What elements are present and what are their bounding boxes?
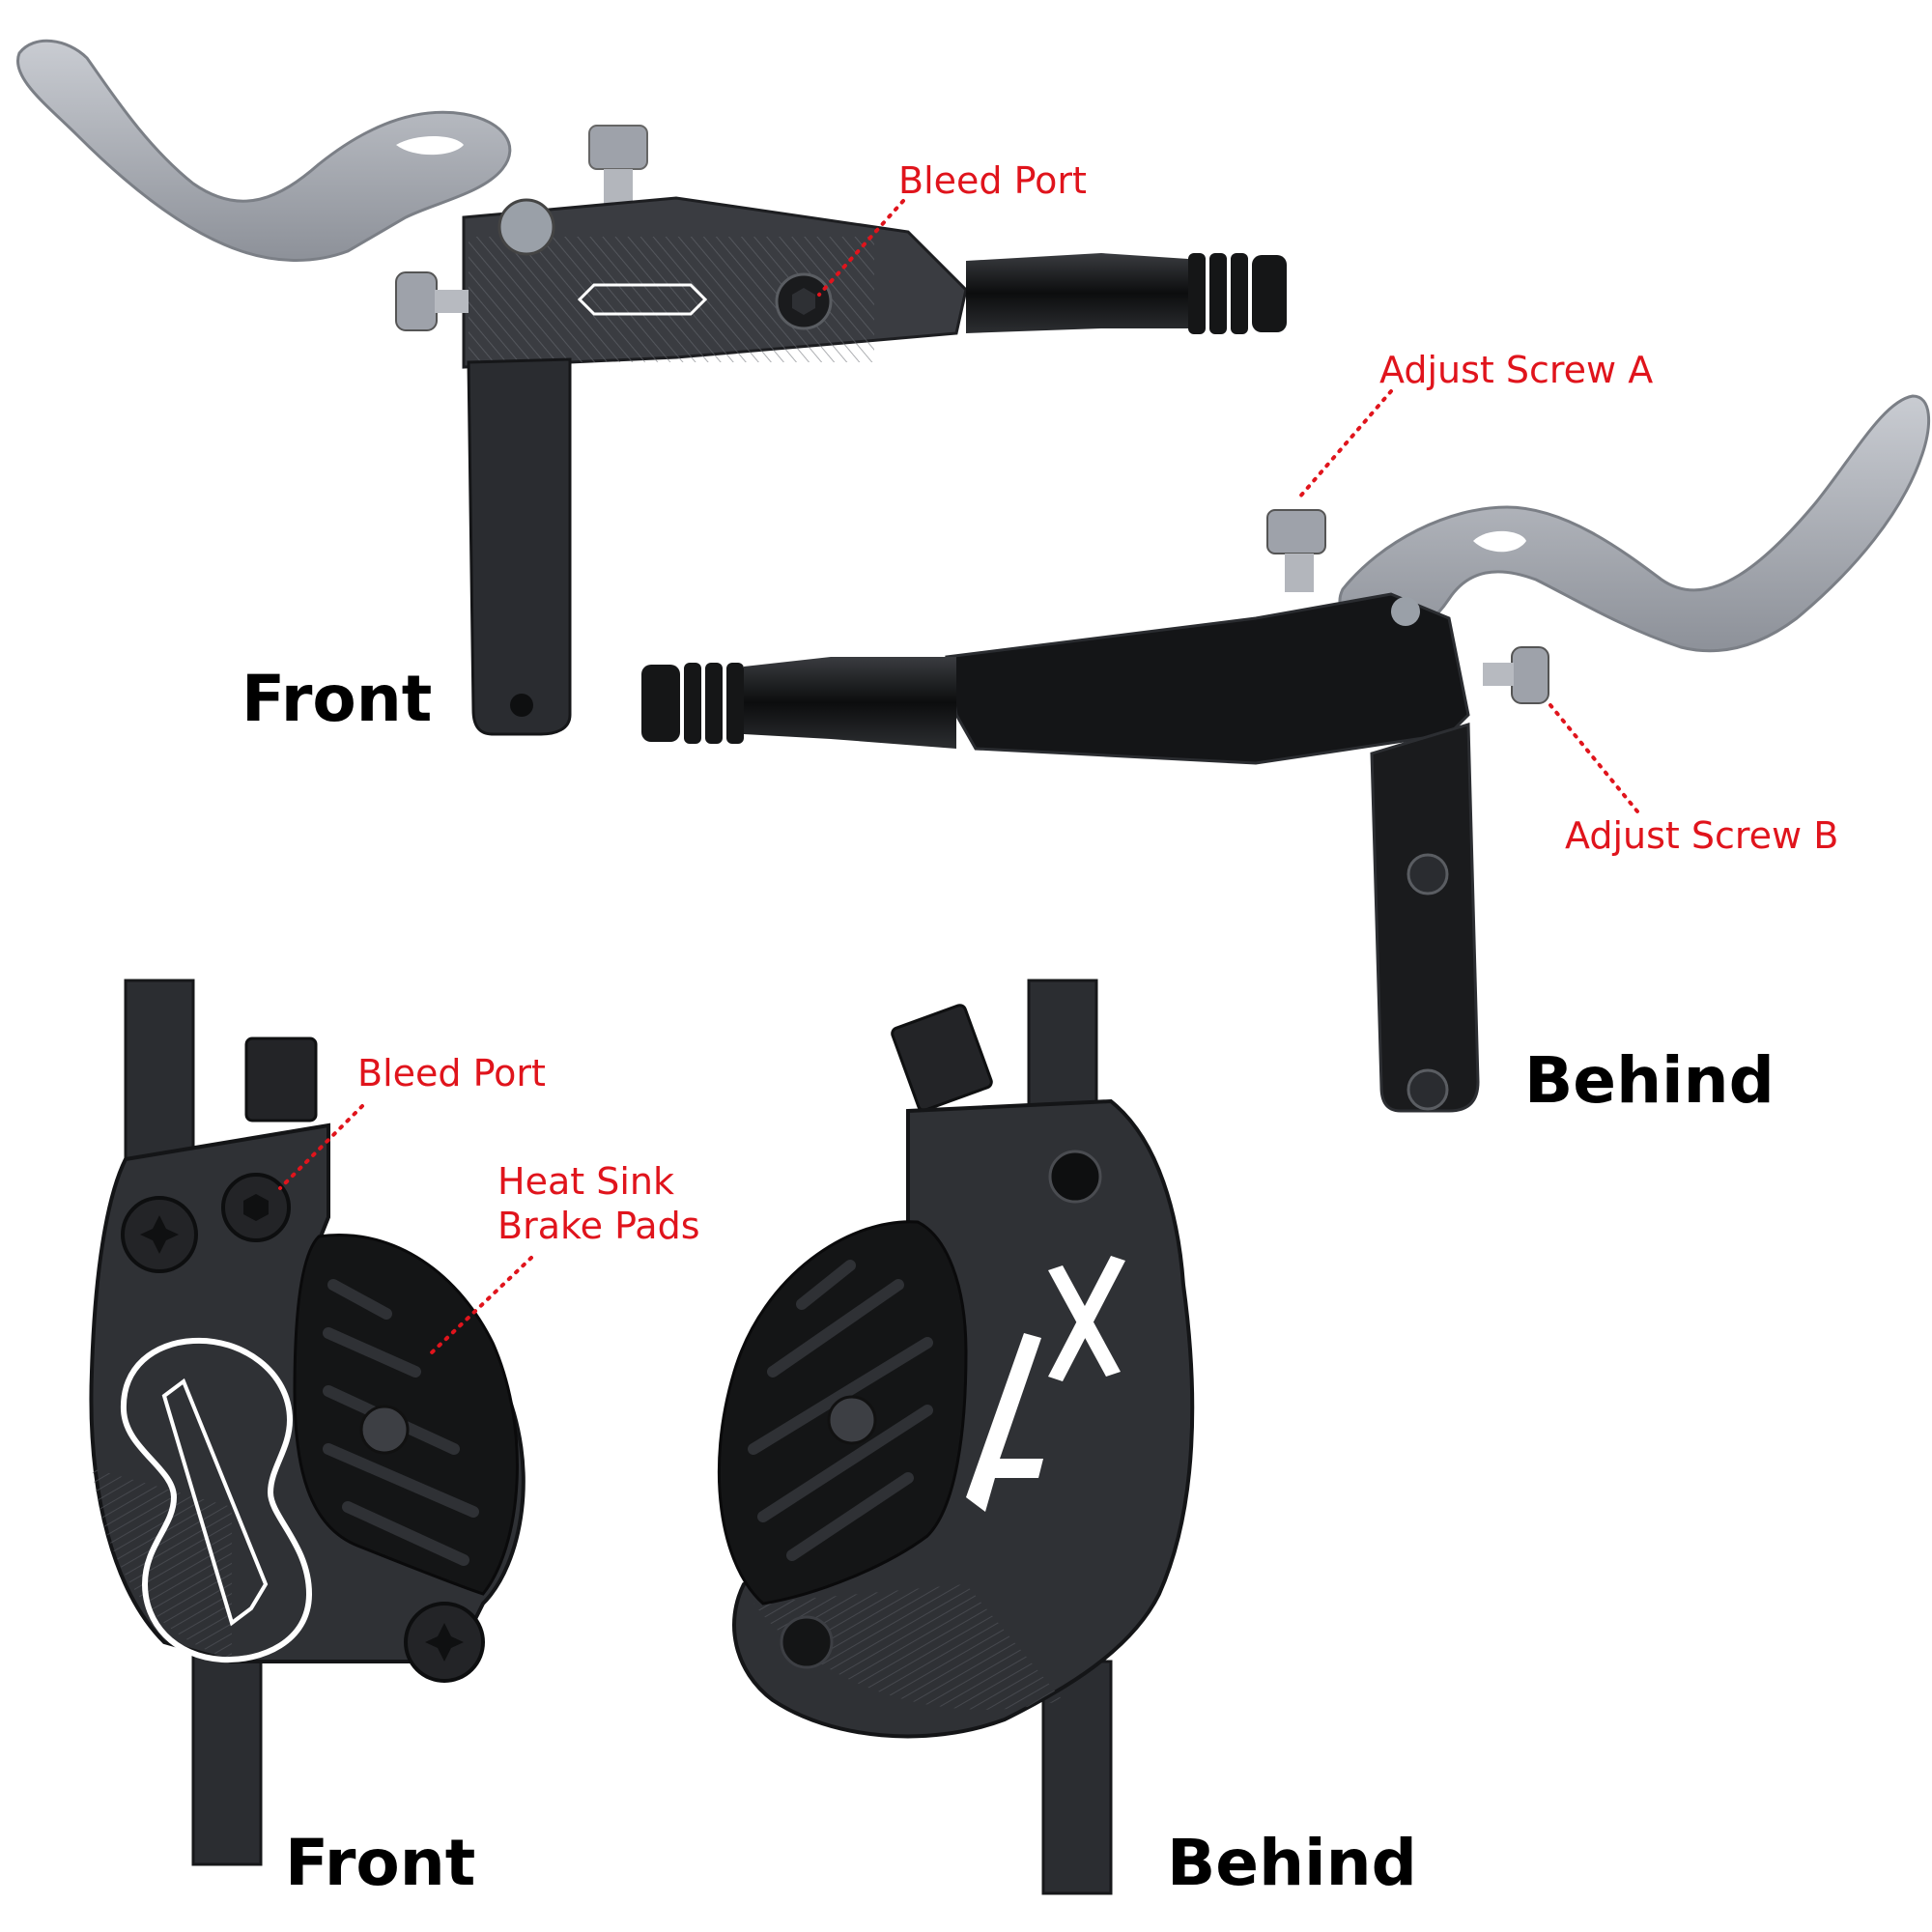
callout-adjust-screw-b: Adjust Screw B	[1565, 814, 1839, 857]
hose-barb-front	[1188, 253, 1287, 334]
caliper-behind-lower-pin	[780, 1615, 834, 1669]
lever-side-knob-front	[395, 271, 469, 331]
caliper-front-pad-pin	[359, 1405, 410, 1455]
lever-clamp-arm-behind	[1370, 723, 1480, 1113]
clamp-bolt-bottom	[1406, 1068, 1449, 1111]
callout-adjust-screw-a: Adjust Screw A	[1379, 349, 1654, 391]
lever-clamp-arm-front	[467, 357, 572, 736]
leader-caliper-bleed-port	[278, 1104, 364, 1190]
lever-hose-fitting-front	[966, 253, 1188, 333]
callout-lever-bleed-port: Bleed Port	[898, 159, 1087, 202]
lever-body-behind	[945, 592, 1470, 765]
caliper-front-top-tab	[124, 979, 195, 1176]
label-caliper-front: Front	[285, 1826, 476, 1900]
leader-adjust-screw-b	[1548, 703, 1639, 813]
caliper-front-logo-badge	[161, 1378, 269, 1627]
lever-blade-slot	[396, 136, 464, 156]
hose-barb-behind	[641, 663, 744, 744]
leader-adjust-screw-a	[1297, 389, 1393, 499]
caliper-front	[89, 979, 526, 1866]
callout-leaders	[278, 199, 1639, 1356]
caliper-front-logo-outline	[120, 1337, 313, 1663]
label-caliper-behind: Behind	[1167, 1826, 1417, 1900]
caliper-behind	[717, 979, 1195, 1895]
lever-blade-behind	[1338, 394, 1931, 653]
caliper-behind-nipple	[891, 1004, 993, 1112]
leader-lever-bleed-port	[817, 199, 905, 297]
label-lever-front: Front	[242, 662, 433, 736]
pivot-pin-behind	[1391, 597, 1420, 626]
lever-blade-front	[15, 39, 512, 262]
pad-fins-behind	[748, 1260, 933, 1561]
callout-caliper-bleed-port: Bleed Port	[357, 1052, 546, 1094]
pivot-pin-front	[497, 198, 555, 256]
caliper-behind-pad-pin	[827, 1395, 877, 1445]
label-lever-behind: Behind	[1524, 1043, 1775, 1118]
brake-lever-front	[15, 39, 1287, 736]
lever-top-screw-front	[588, 125, 648, 213]
adjust-screw-a-knob	[1266, 509, 1326, 592]
lever-logo-badge	[577, 283, 708, 316]
adjust-screw-b-knob	[1483, 646, 1549, 704]
lever-hose-fitting-behind	[744, 657, 956, 749]
caliper-bleed-nipple	[244, 1037, 318, 1122]
leader-heat-sink	[428, 1256, 533, 1356]
caliper-front-bottom-tab	[191, 1640, 263, 1866]
callout-heat-sink-brake-pads: Heat Sink Brake Pads	[497, 1159, 700, 1248]
caliper-4x-mark	[966, 1256, 1125, 1512]
callout-heat-sink-line2: Brake Pads	[497, 1205, 700, 1247]
callout-heat-sink-line1: Heat Sink	[497, 1160, 674, 1203]
clamp-bolt-top	[1406, 853, 1449, 895]
caliper-behind-port-hole	[1048, 1150, 1102, 1204]
brake-lever-behind	[641, 394, 1931, 1113]
